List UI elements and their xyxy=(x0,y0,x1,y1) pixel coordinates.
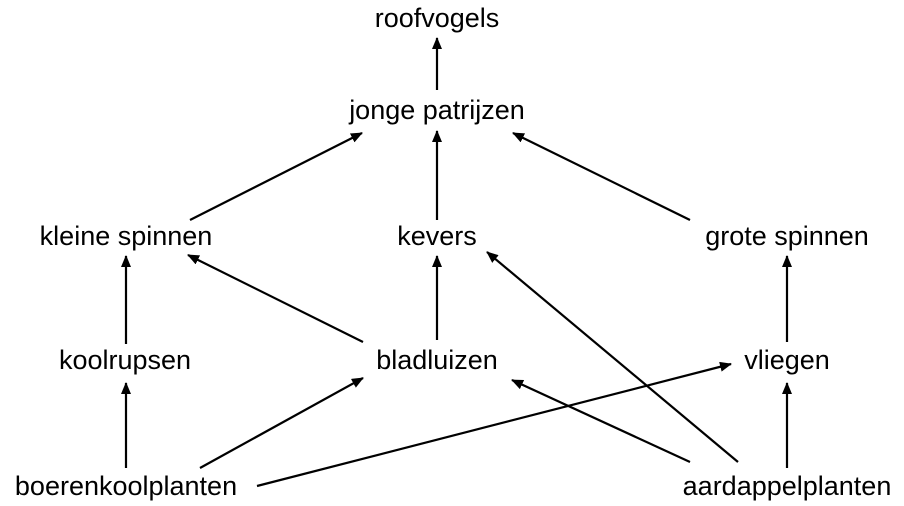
node-grote-spinnen: grote spinnen xyxy=(705,221,869,251)
arrow-grote-spinnen-to-jonge-patrijzen xyxy=(512,132,691,221)
arrow-kleine-spinnen-to-jonge-patrijzen xyxy=(189,132,363,221)
node-kevers: kevers xyxy=(397,221,477,251)
arrow-boerenkoolplanten-to-vliegen xyxy=(256,361,732,488)
node-bladluizen: bladluizen xyxy=(376,345,498,375)
arrow-aardappelplanten-to-bladluizen xyxy=(511,379,691,463)
arrow-aardappelplanten-to-kevers xyxy=(486,251,739,463)
arrow-bladluizen-to-kleine-spinnen xyxy=(187,254,364,343)
node-boerenkoolplanten: boerenkoolplanten xyxy=(14,471,238,501)
node-vliegen: vliegen xyxy=(744,345,830,375)
node-kleine-spinnen: kleine spinnen xyxy=(39,221,213,251)
node-koolrupsen: koolrupsen xyxy=(58,345,192,375)
node-jonge-patrijzen: jonge patrijzen xyxy=(349,95,525,125)
arrow-boerenkoolplanten-to-bladluizen xyxy=(199,377,364,469)
node-aardappelplanten: aardappelplanten xyxy=(682,471,892,501)
node-roofvogels: roofvogels xyxy=(374,3,500,33)
